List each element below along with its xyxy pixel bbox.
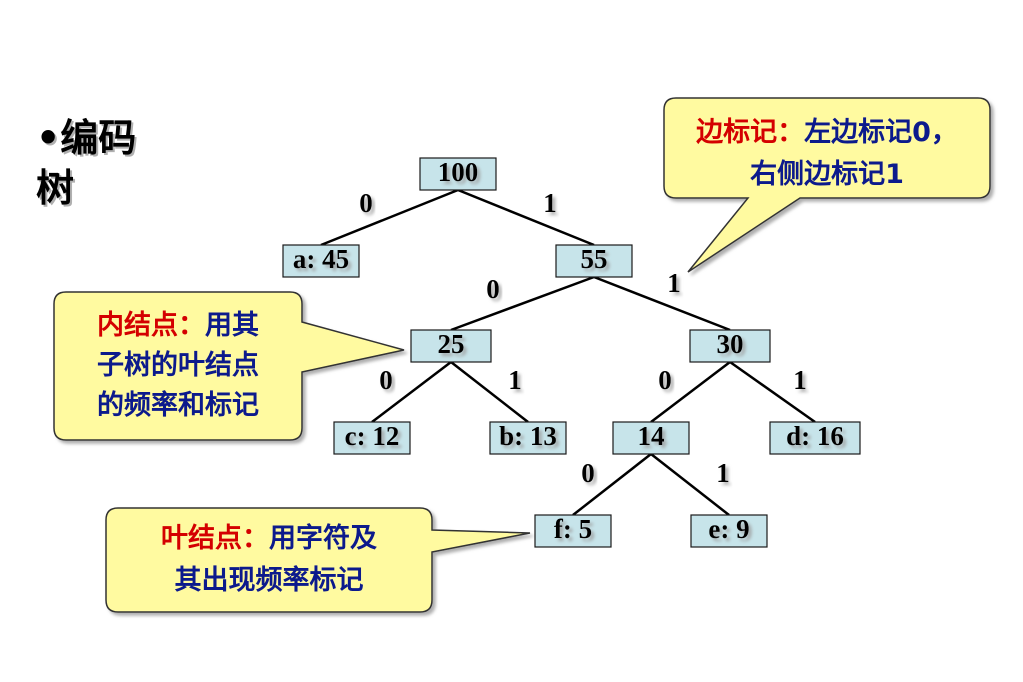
tree-edge (320, 188, 459, 247)
tree-edge (650, 361, 731, 423)
tree-node-55: 55 (555, 244, 633, 278)
node-box (690, 514, 768, 548)
leaf-node-callout: 叶结点：用字符及 其出现频率标记 (106, 518, 432, 602)
leaf-node-callout-bubble (105, 507, 531, 613)
node-label: f: 5 (554, 514, 592, 544)
edge-label: 0 (658, 365, 672, 395)
edge-callout-line2: 右侧边标记1 (750, 159, 904, 190)
tree-node-d: d: 16 (769, 421, 861, 455)
node-label: 100 (438, 157, 479, 187)
node-box (419, 157, 497, 191)
edge-label: 1 (543, 188, 557, 218)
edge-label: 0 (359, 188, 373, 218)
internal-callout-line1: 用其 (205, 310, 259, 341)
node-box (689, 329, 771, 363)
edge-label: 1 (667, 268, 681, 298)
node-label: 55 (581, 244, 608, 274)
node-box (769, 421, 861, 455)
leaf-callout-line1: 用字符及 (269, 523, 377, 554)
edge-callout-term: 边标记： (696, 117, 805, 148)
node-box (333, 421, 411, 455)
edge-callout-line1: 左边标记0， (804, 117, 958, 148)
tree-edge (572, 453, 652, 516)
edge-label: 1 (716, 458, 730, 488)
tree-node-e: e: 9 (690, 514, 768, 548)
tree-edge (371, 361, 452, 423)
edge-label: 1 (793, 365, 807, 395)
node-box (555, 244, 633, 278)
node-label: e: 9 (708, 514, 749, 544)
internal-node-callout: 内结点：用其 子树的叶结点 的频率和标记 (54, 306, 302, 426)
internal-callout-term: 内结点： (97, 310, 205, 341)
tree-edge (593, 275, 731, 332)
node-label: 30 (717, 329, 744, 359)
tree-node-100: 100 (419, 157, 497, 191)
tree-edge (457, 188, 595, 247)
tree-node-a: a: 45 (282, 244, 360, 278)
node-box (410, 329, 492, 363)
node-box (612, 421, 690, 455)
node-label: a: 45 (293, 244, 349, 274)
internal-node-callout-bubble (53, 291, 405, 441)
node-label: 25 (438, 329, 465, 359)
internal-callout-line2: 子树的叶结点 (97, 350, 259, 381)
tree-edge (729, 360, 816, 424)
edge-label: 0 (379, 365, 393, 395)
tree-node-f: f: 5 (534, 514, 612, 548)
edge-label: 0 (581, 458, 595, 488)
tree-node-c: c: 12 (333, 421, 411, 455)
internal-callout-line3: 的频率和标记 (97, 390, 259, 421)
tree-node-14: 14 (612, 421, 690, 455)
node-label: c: 12 (345, 421, 400, 451)
node-label: 14 (638, 421, 665, 451)
node-label: d: 16 (786, 421, 844, 451)
tree-edge (450, 361, 529, 423)
tree-node-30: 30 (689, 329, 771, 363)
edge-label: 1 (508, 365, 522, 395)
node-label: b: 13 (499, 421, 557, 451)
edge-label-callout-bubble (663, 97, 991, 273)
node-box (282, 244, 360, 278)
leaf-callout-line2: 其出现频率标记 (174, 565, 364, 596)
tree-node-b: b: 13 (489, 421, 567, 455)
edge-label-callout: 边标记：左边标记0， 右侧边标记1 (664, 112, 990, 196)
node-box (534, 514, 612, 548)
slide-title: •编码树 (36, 116, 137, 210)
node-box (489, 421, 567, 455)
tree-edge (650, 453, 730, 516)
leaf-callout-term: 叶结点： (161, 523, 269, 554)
edge-label: 0 (486, 274, 500, 304)
tree-node-25: 25 (410, 329, 492, 363)
tree-edge (450, 275, 595, 332)
